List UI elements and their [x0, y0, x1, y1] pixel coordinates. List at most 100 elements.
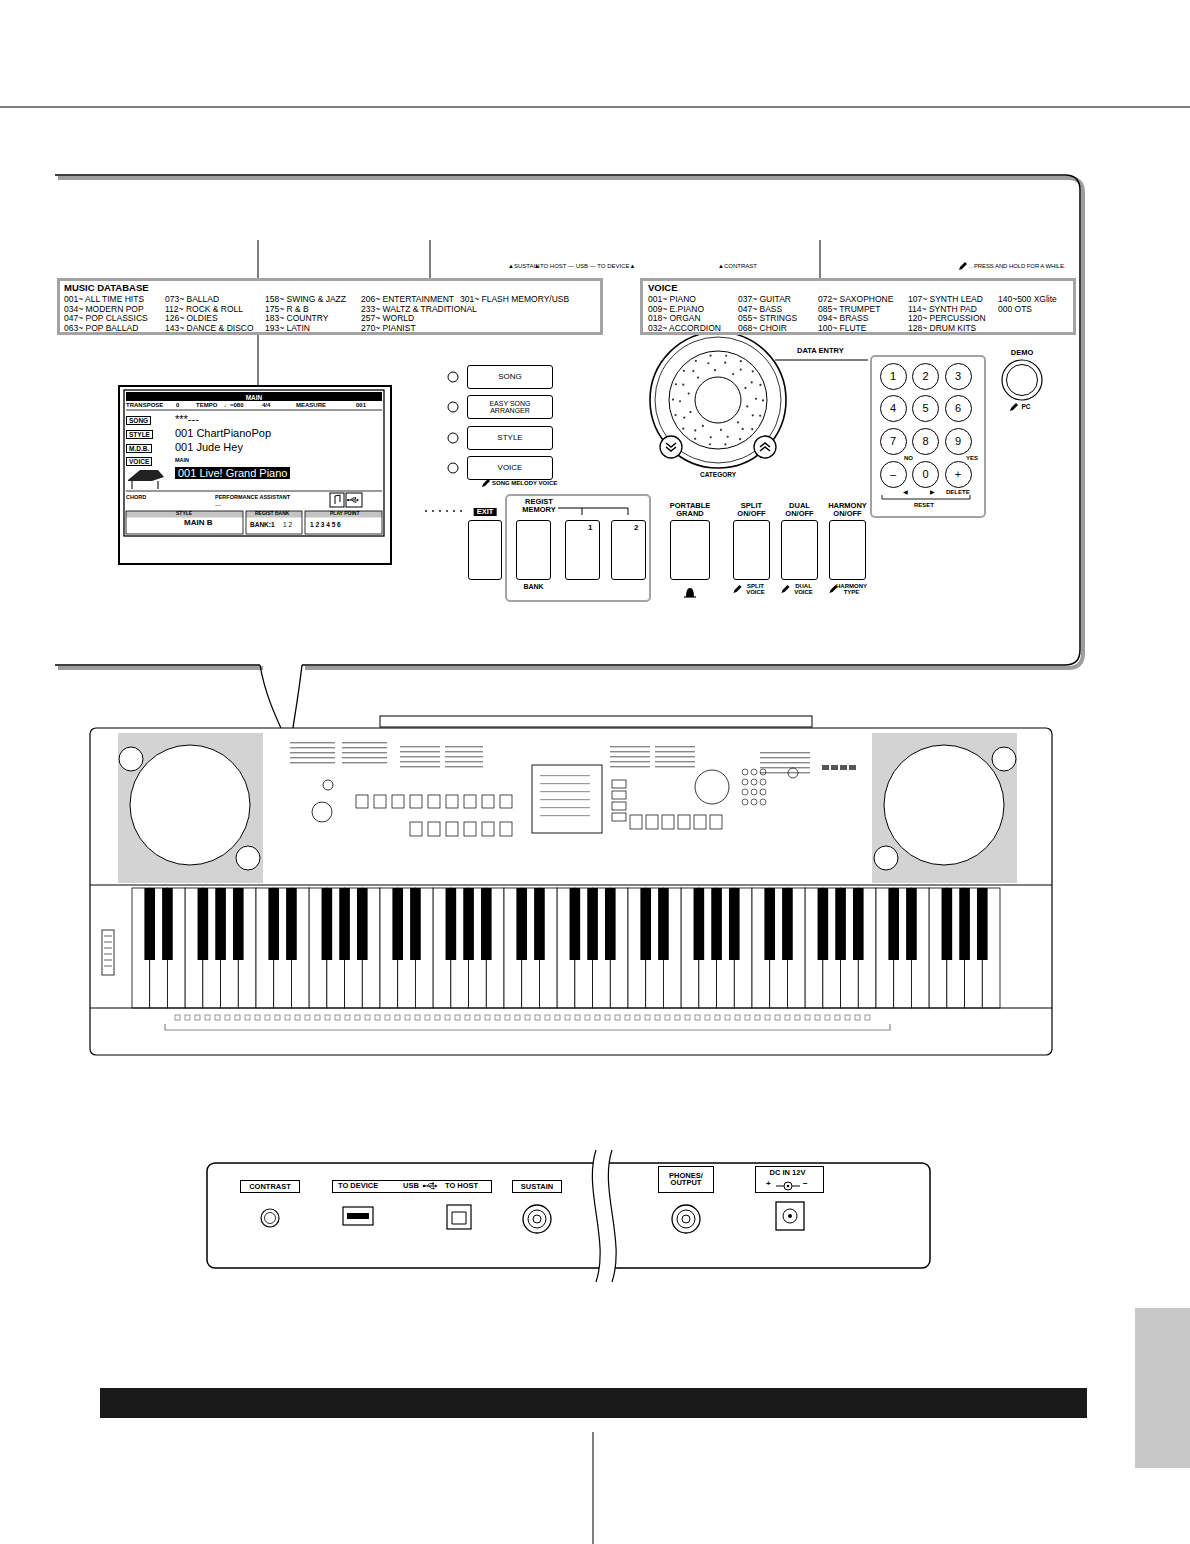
piano-icon	[157, 481, 158, 489]
bank-button: BANK	[516, 520, 551, 580]
mini-print	[760, 772, 810, 773]
dc-jack	[783, 1209, 797, 1223]
panel-text: BANK:1	[250, 521, 275, 528]
number-key: 7	[880, 428, 907, 455]
dc-jack	[776, 1202, 804, 1230]
mini-lcd-line	[540, 807, 590, 808]
black-key	[694, 888, 705, 960]
leader-line	[258, 334, 259, 385]
panel-text: MAIN B	[184, 519, 212, 528]
key-symbol	[735, 1015, 740, 1020]
key-symbol	[715, 1015, 720, 1020]
dial-dot	[752, 414, 754, 416]
panel-button: SONG	[467, 365, 553, 389]
leader-line	[430, 240, 431, 278]
key-symbol	[435, 1015, 440, 1020]
panel-text: STYLE	[470, 434, 550, 442]
mini-print	[610, 766, 650, 767]
panel-text: TO HOST	[445, 1182, 478, 1190]
key-symbol	[245, 1015, 250, 1020]
mini-logo	[822, 765, 829, 770]
lcd-band-header	[126, 511, 243, 518]
mini-demo	[788, 768, 798, 778]
mini-print	[760, 757, 810, 758]
panel-button: VOICE	[467, 456, 553, 480]
mini-key	[751, 799, 757, 805]
mini-print	[400, 756, 440, 757]
mini-print	[400, 766, 440, 767]
panel-text: 2	[915, 370, 936, 382]
mini-print	[290, 757, 335, 758]
mini-print	[655, 766, 695, 767]
number-key: 4	[880, 395, 907, 422]
dial-dot	[679, 400, 681, 402]
lcd-icon	[335, 495, 340, 504]
mini-knob	[323, 780, 333, 790]
key-symbol	[545, 1015, 550, 1020]
speaker-port	[874, 846, 898, 870]
black-key	[392, 888, 403, 960]
panel-text: SPLIT VOICE	[738, 583, 774, 596]
mini-key	[742, 769, 748, 775]
led-indicator	[448, 463, 458, 473]
dial-dot	[682, 384, 684, 386]
dial-dot	[732, 373, 734, 375]
speaker-grille	[872, 733, 1017, 883]
number-key: –	[880, 461, 907, 488]
mini-button	[464, 795, 476, 808]
mini-lcd-line	[540, 815, 590, 816]
mini-key	[751, 769, 757, 775]
panel-text: YES	[966, 455, 978, 462]
black-key	[977, 888, 988, 960]
mini-button	[612, 802, 626, 810]
panel-text: 047~ BASS	[738, 305, 782, 314]
usb-symbol	[357, 499, 359, 502]
panel-text: 8	[915, 435, 936, 447]
panel-text: +	[766, 1180, 771, 1189]
dot-leader	[439, 510, 441, 512]
panel-text: PLAY POINT	[330, 511, 359, 517]
panel-text: 301~ FLASH MEMORY/USB	[460, 295, 569, 304]
keyboard-body	[90, 728, 1052, 1055]
data-entry-dial	[695, 377, 741, 423]
mini-print	[610, 751, 650, 752]
panel-text: HARMONY ON/OFF	[825, 502, 871, 518]
pencil-icon	[734, 585, 742, 593]
key-symbol	[805, 1015, 810, 1020]
key-symbol	[365, 1015, 370, 1020]
jack	[677, 1210, 695, 1228]
key-symbol	[425, 1015, 430, 1020]
dial-dot	[751, 381, 753, 383]
dial-dot	[709, 355, 711, 357]
dot-leader	[446, 510, 448, 512]
key-symbol	[495, 1015, 500, 1020]
mini-print	[610, 756, 650, 757]
key-symbol	[335, 1015, 340, 1020]
dial-dot	[720, 429, 722, 431]
contrast-knob	[261, 1209, 279, 1227]
keypad-frame: NOYES◀▶DELETERESET123456789–0+	[870, 355, 986, 518]
dial-dot	[683, 417, 685, 419]
key-symbol	[555, 1015, 560, 1020]
black-key	[658, 888, 669, 960]
key-symbol	[635, 1015, 640, 1020]
black-key	[339, 888, 350, 960]
dial-dot	[672, 399, 674, 401]
key-symbol	[505, 1015, 510, 1020]
key-symbol	[305, 1015, 310, 1020]
panel-text: 0	[176, 402, 179, 409]
panel-text: 270~ PIANIST	[361, 324, 416, 333]
usb-a-port	[343, 1207, 373, 1225]
mini-print	[342, 747, 387, 748]
panel-text: 143~ DANCE & DISCO	[165, 324, 254, 333]
panel-text: TEMPO	[196, 402, 217, 409]
number-key: 6	[945, 395, 972, 422]
panel-text: DEMO	[1011, 349, 1034, 357]
key-symbol	[295, 1015, 300, 1020]
mini-key	[742, 799, 748, 805]
dial-dot	[697, 376, 699, 378]
mini-button	[410, 795, 422, 808]
key-symbol	[175, 1015, 180, 1020]
